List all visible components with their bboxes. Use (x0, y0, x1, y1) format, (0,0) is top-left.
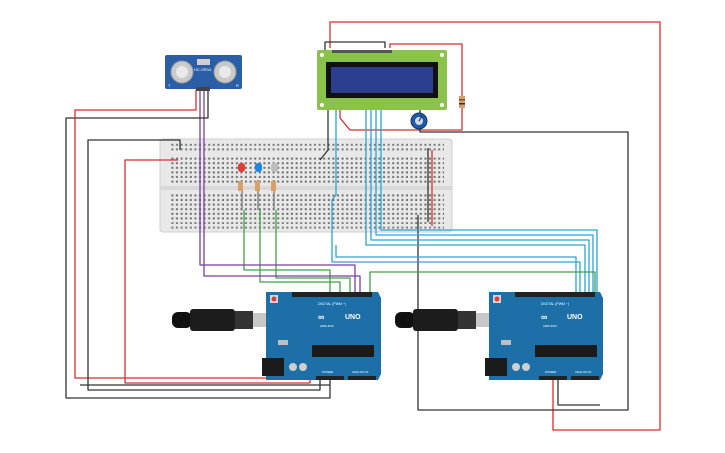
arduino-right-analog-header (571, 376, 599, 380)
wire-black-left-2 (87, 139, 321, 391)
arduino-left-power-label: POWER (322, 370, 334, 374)
wires (65, 21, 661, 431)
wire-red-left-1 (74, 90, 300, 379)
arduino-right-power-header (539, 376, 567, 380)
wire-blue-1 (331, 110, 581, 294)
wire-blue-3 (370, 110, 590, 294)
arduino-right[interactable]: DIGITAL (PWM ~) ∞ UNO ARDUINO POWER ANAL… (485, 292, 603, 380)
wire-purple-1 (199, 90, 356, 294)
breadboard-top-rail (170, 142, 444, 152)
arduino-right-logo-infinity: ∞ (541, 312, 548, 322)
arduino-left-analog-label: ANALOG IN (352, 370, 368, 374)
arduino-left-brand-label: ARDUINO (320, 324, 335, 328)
wire-black-left-1 (65, 90, 331, 399)
arduino-right-chip (535, 345, 597, 357)
led-blue[interactable] (255, 163, 262, 191)
led-red-body (238, 163, 245, 172)
potentiometer[interactable] (410, 112, 428, 130)
resistor-white (271, 181, 276, 191)
arduino-left-chip (312, 345, 374, 357)
wire-red-lcd (339, 43, 463, 131)
arduino-right-digital-label: DIGITAL (PWM ~) (541, 302, 569, 306)
wire-blue-2 (365, 110, 586, 294)
arduino-left[interactable]: DIGITAL (PWM ~) ∞ UNO ARDUINO POWER ANAL… (262, 292, 381, 380)
arduino-right-power-jack (485, 358, 507, 376)
wire-green-led-blue (259, 210, 341, 294)
arduino-left-power-jack (262, 358, 284, 376)
arduino-left-digital-header (292, 292, 372, 297)
sensor-pin-label-left: T (168, 83, 171, 88)
wire-purple-2 (203, 90, 361, 294)
breadboard[interactable] (159, 138, 453, 233)
led-white[interactable] (271, 163, 278, 191)
wire-green-arduinos (369, 271, 596, 294)
arduino-left-power-header (316, 376, 344, 380)
arduino-right-power-label: POWER (545, 370, 557, 374)
wire-black-lcd-top (324, 41, 386, 50)
wire-black-lcd-gnd (319, 110, 329, 161)
wire-blue-6 (335, 245, 577, 294)
arduino-left-analog-header (348, 376, 376, 380)
led-red[interactable] (238, 163, 245, 191)
resistor-lcd (459, 96, 465, 108)
led-blue-body (255, 163, 262, 172)
wire-blue-5 (380, 110, 598, 294)
ultrasonic-sensor[interactable]: HC-SR04 T R (165, 55, 242, 91)
sensor-model-label: HC-SR04 (194, 67, 212, 72)
arduino-right-board-label: UNO (567, 314, 583, 321)
arduino-left-logo-infinity: ∞ (318, 312, 325, 322)
arduino-left-board-label: UNO (345, 314, 361, 321)
lcd-display[interactable] (317, 50, 447, 110)
wire-green-led-white (275, 210, 351, 294)
sensor-pin-label-right: R (236, 83, 239, 88)
resistor-red (238, 181, 243, 191)
breadboard-upper-terminals (170, 157, 444, 185)
resistor-blue (255, 181, 260, 191)
breadboard-center-channel (160, 186, 452, 190)
wire-black-right2 (557, 372, 600, 406)
wire-blue-4 (375, 110, 594, 294)
lcd-screen (331, 67, 433, 93)
breadboard-bottom-rail (170, 222, 444, 230)
arduino-right-analog-label: ANALOG IN (575, 370, 591, 374)
wire-red-outer (329, 21, 661, 431)
led-white-body (271, 163, 278, 172)
usb-cable-left (172, 309, 277, 331)
leds (238, 163, 278, 191)
arduino-right-digital-header (515, 292, 595, 297)
usb-cable-right (395, 309, 500, 331)
breadboard-lower-terminals (170, 192, 444, 220)
lcd-header-pins (332, 50, 392, 53)
arduino-left-digital-label: DIGITAL (PWM ~) (318, 302, 346, 306)
arduino-right-brand-label: ARDUINO (543, 324, 558, 328)
